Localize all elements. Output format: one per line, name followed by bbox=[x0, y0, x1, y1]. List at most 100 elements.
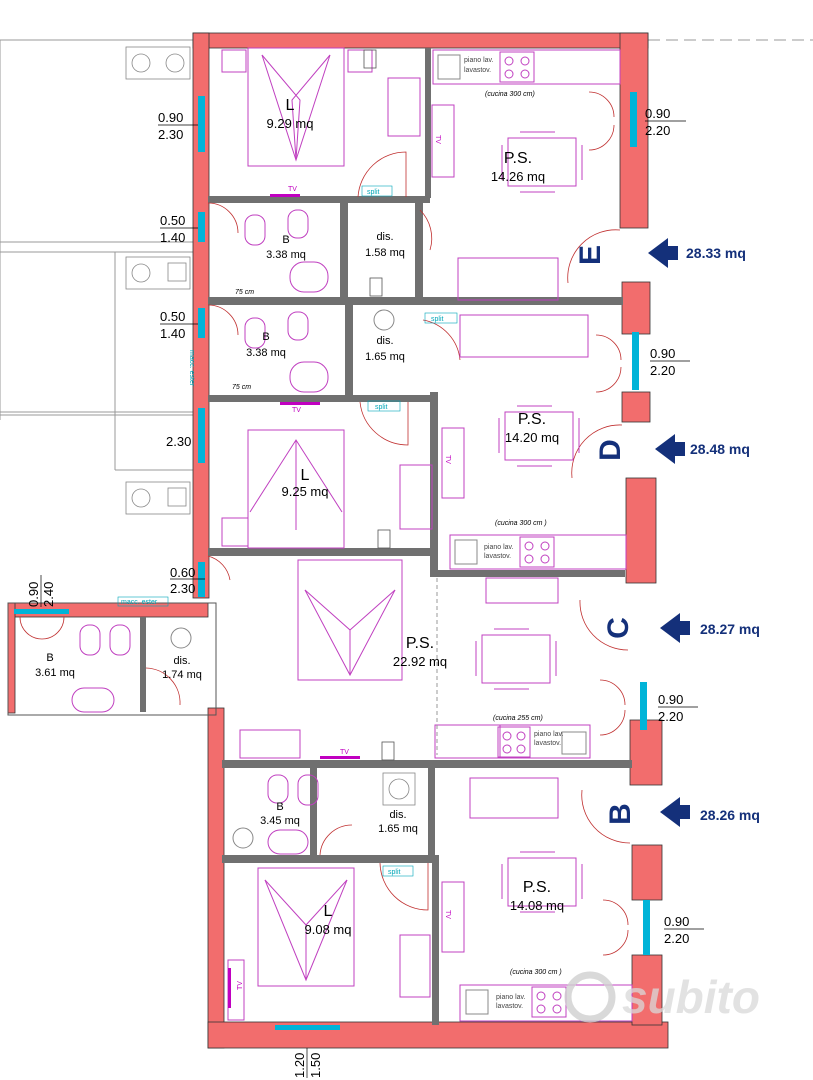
room-area: 3.45 mq bbox=[260, 815, 300, 827]
split-tag: split bbox=[367, 189, 380, 196]
window-height: 1.40 bbox=[160, 230, 185, 245]
unit-area: 28.26 mq bbox=[700, 807, 760, 823]
room-name: dis. bbox=[389, 809, 406, 821]
entrance-arrow-icon bbox=[660, 797, 690, 827]
window-width: 0.90 bbox=[658, 692, 683, 707]
tv-tag: TV bbox=[444, 910, 451, 919]
room-area: 1.74 mq bbox=[162, 669, 202, 681]
window-width: 0.90 bbox=[158, 110, 183, 125]
room-area: 14.20 mq bbox=[505, 430, 559, 445]
window-height: 2.20 bbox=[664, 931, 689, 946]
appliance-label: lavastov. bbox=[534, 740, 561, 747]
equipment-tags: split split split split macc. ester macc… bbox=[117, 135, 458, 1008]
room-area: 14.08 mq bbox=[510, 898, 564, 913]
window-height: 2.20 bbox=[645, 123, 670, 138]
window-width: 0.50 bbox=[160, 213, 185, 228]
macc-ester-tag: macc. ester bbox=[121, 599, 158, 606]
unit-area: 28.33 mq bbox=[686, 245, 746, 261]
tv-tag: TV bbox=[434, 135, 441, 144]
furniture bbox=[221, 49, 591, 1021]
kitchen-note: (cucina 300 cm ) bbox=[510, 969, 562, 976]
wall-right-d1 bbox=[621, 281, 651, 335]
wall-top bbox=[192, 32, 649, 49]
entrance-arrow-icon bbox=[660, 613, 690, 643]
room-name: P.S. bbox=[518, 411, 546, 428]
split-tag: split bbox=[375, 404, 388, 411]
interior-walls bbox=[140, 48, 632, 1025]
room-name: dis. bbox=[173, 655, 190, 667]
room-area: 9.08 mq bbox=[305, 922, 352, 937]
window-height: 2.30 bbox=[166, 434, 191, 449]
appliance-label: piano lav. bbox=[534, 731, 564, 738]
unit-letter: D bbox=[594, 439, 627, 461]
room-name: P.S. bbox=[523, 879, 551, 896]
window-height: 2.30 bbox=[170, 581, 195, 596]
utility-boxes bbox=[125, 46, 416, 806]
window-width: 0.90 bbox=[26, 582, 41, 607]
entrance-arrow-icon bbox=[648, 238, 678, 268]
room-name: dis. bbox=[376, 231, 393, 243]
wall-right-d2 bbox=[621, 391, 651, 423]
window-dimensions: 0.90 2.30 0.90 2.20 0.50 1.40 0.50 1.40 … bbox=[26, 106, 704, 1078]
room-area: 9.25 mq bbox=[282, 484, 329, 499]
unit-area: 28.27 mq bbox=[700, 621, 760, 637]
wall-right-c2 bbox=[629, 719, 663, 786]
unit-letter: E bbox=[574, 245, 607, 265]
entrance-arrow-icon bbox=[655, 434, 685, 464]
appliance-label: lavastov. bbox=[484, 553, 511, 560]
room-area: 22.92 mq bbox=[393, 654, 447, 669]
tv-tag: TV bbox=[288, 186, 297, 193]
kitchen-note: (cucina 255 cm) bbox=[493, 715, 543, 722]
kitchens bbox=[432, 49, 633, 1022]
ext-bath-outline bbox=[7, 602, 217, 716]
room-name: dis. bbox=[376, 335, 393, 347]
split-tag: split bbox=[388, 869, 401, 876]
room-name: B bbox=[46, 652, 53, 664]
tv-tag: TV bbox=[237, 981, 244, 990]
room-area: 3.61 mq bbox=[35, 667, 75, 679]
macc-ester-tag: macc. ester bbox=[188, 350, 195, 387]
subito-logo-icon bbox=[564, 971, 616, 1023]
room-area: 3.38 mq bbox=[266, 249, 306, 261]
watermark-text: subito bbox=[622, 971, 760, 1023]
kitchen-note: (cucina 300 cm ) bbox=[495, 520, 547, 527]
room-name: B bbox=[282, 234, 289, 246]
window-width: 0.90 bbox=[664, 914, 689, 929]
room-area: 1.65 mq bbox=[365, 351, 405, 363]
unit-labels: E 28.33 mq D 28.48 mq C 28.27 mq B 28.26… bbox=[574, 238, 760, 827]
window-width: 0.50 bbox=[160, 309, 185, 324]
tv-tag: TV bbox=[444, 455, 451, 464]
beds bbox=[247, 47, 403, 987]
appliance-label: piano lav. bbox=[496, 994, 526, 1001]
width-note: 75 cm bbox=[232, 384, 251, 391]
room-area: 1.58 mq bbox=[365, 247, 405, 259]
wall-right-c1 bbox=[625, 477, 657, 584]
appliance-label: piano lav. bbox=[484, 544, 514, 551]
window-width: 0.90 bbox=[650, 346, 675, 361]
kitchen-notes: (cucina 300 cm) (cucina 300 cm ) (cucina… bbox=[232, 91, 562, 976]
window-width: 1.20 bbox=[292, 1053, 307, 1078]
kitchen-note: (cucina 300 cm) bbox=[485, 91, 535, 98]
tv-tag: TV bbox=[340, 749, 349, 756]
room-name: L bbox=[286, 97, 295, 114]
room-name: B bbox=[262, 331, 269, 343]
wall-left-lower bbox=[207, 707, 225, 1049]
window-height: 2.40 bbox=[41, 582, 56, 607]
window-height: 1.50 bbox=[308, 1053, 323, 1078]
window-height: 1.40 bbox=[160, 326, 185, 341]
unit-letter: B bbox=[604, 803, 637, 825]
unit-area: 28.48 mq bbox=[690, 441, 750, 457]
windows bbox=[14, 92, 650, 1030]
room-labels: L 9.29 mq P.S. 14.26 mq B 3.38 mq dis. 1… bbox=[35, 97, 564, 937]
window-height: 2.30 bbox=[158, 127, 183, 142]
room-name: P.S. bbox=[406, 635, 434, 652]
appliance-label: lavastov. bbox=[464, 67, 491, 74]
wall-right-b1 bbox=[631, 844, 663, 901]
room-area: 1.65 mq bbox=[378, 823, 418, 835]
window-height: 2.20 bbox=[650, 363, 675, 378]
doors bbox=[19, 91, 631, 956]
appliance-label: lavastov. bbox=[496, 1003, 523, 1010]
window-width: 0.60 bbox=[170, 565, 195, 580]
wall-right-b2 bbox=[631, 954, 663, 1026]
appliance-label: piano lav. bbox=[464, 57, 494, 64]
